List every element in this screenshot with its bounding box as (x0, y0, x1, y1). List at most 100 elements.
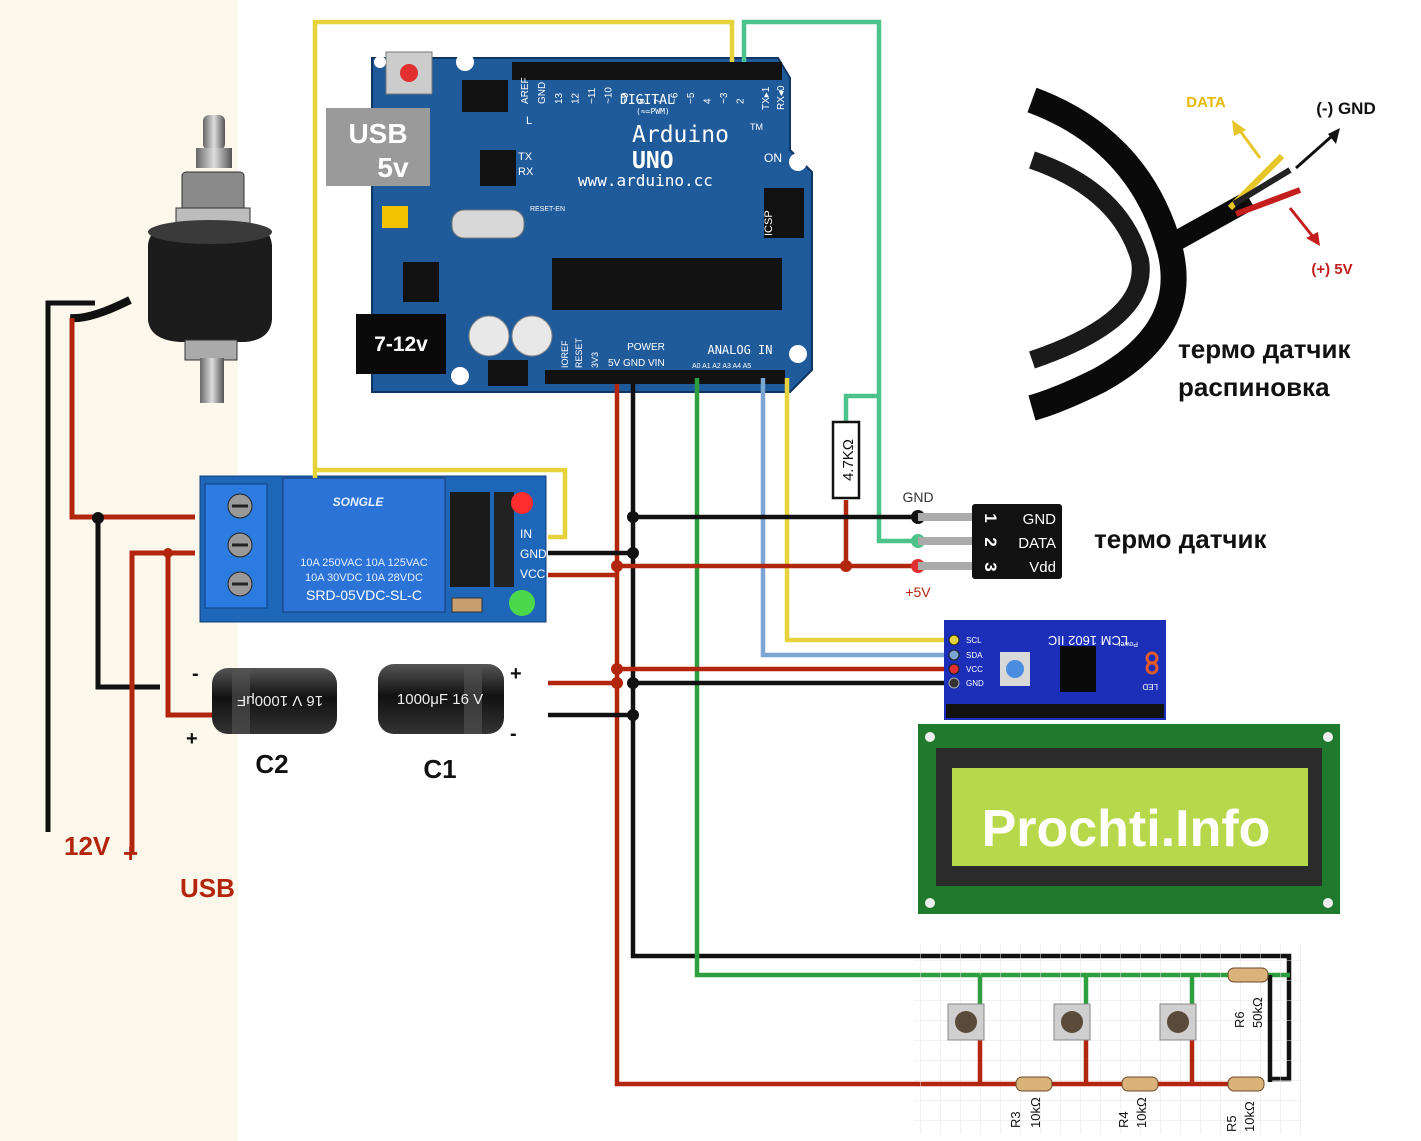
arduino-reset-en: RESET-EN (530, 206, 565, 213)
lcd-pin-gnd: GND (966, 679, 984, 688)
usb-label-line2: 5v (377, 152, 409, 183)
arduino-icsp: ICSP (763, 210, 775, 236)
arduino-power-label: POWER (627, 342, 665, 353)
arduino-l-led: L (526, 115, 532, 127)
relay-pin-gnd: GND (520, 547, 547, 561)
sensor-pin-2-num: 2 (981, 537, 1000, 546)
digital-pin-label: 7 (653, 98, 664, 104)
arduino-tx-pin: TX▸1 (761, 86, 772, 110)
arduino-uno-board (371, 51, 813, 393)
junction-dot (163, 548, 173, 558)
supply-usb-label: USB (180, 873, 235, 903)
c2-print: 16 V 1000μF (237, 692, 323, 709)
sensor-pin-3-name: Vdd (1029, 559, 1056, 576)
arduino-ioref: IOREF (560, 340, 570, 368)
arduino-digital-label: DIGITAL (620, 93, 675, 108)
lcd-module-label: LCM 1602 IIC (1048, 633, 1128, 648)
pinout-caption-line2: распиновка (1178, 372, 1330, 402)
digital-pin-label: ~5 (686, 92, 697, 104)
c2-plus: + (186, 728, 198, 750)
sensor-title: термо датчик (1094, 524, 1268, 554)
relay-pin-vcc: VCC (520, 567, 546, 581)
supply-12v-label: 12V (64, 831, 111, 861)
r6-value: 50kΩ (1250, 997, 1265, 1028)
lcd-pin-scl: SCL (966, 636, 982, 645)
dc-jack-label: 7-12v (374, 333, 428, 356)
ds18b20-sensor (918, 504, 1062, 579)
sensor-wires (312, 19, 918, 566)
relay-rating-1: 10A 250VAC 10A 125VAC (300, 557, 427, 569)
lcd-screen-text: Prochti.Info (982, 800, 1271, 858)
c1-print: 1000μF 16 V (397, 691, 483, 708)
digital-pin-label: ~3 (719, 92, 730, 104)
r3-ref: R3 (1008, 1111, 1023, 1128)
arduino-model: UNO (632, 148, 674, 174)
arduino-analog-label: ANALOG IN (707, 343, 772, 357)
resistor-4k7-label: 4.7KΩ (840, 439, 857, 481)
arduino-rx-pin: RX◂0 (776, 85, 787, 110)
c1-minus: - (510, 723, 517, 745)
junction-dot (92, 512, 104, 524)
keypad-breadboard (914, 944, 1302, 1134)
digital-pin-label: 13 (554, 92, 565, 104)
c2-minus: - (192, 663, 199, 685)
pinout-data-label: DATA (1186, 94, 1226, 111)
digital-pin-label: 8 (637, 98, 648, 104)
r4-ref: R4 (1116, 1111, 1131, 1128)
capacitor-c2 (212, 668, 337, 734)
digital-pin-label: ~9 (620, 92, 631, 104)
lcd-pin-vcc: VCC (966, 665, 983, 674)
arduino-rx-led: RX (518, 166, 534, 178)
digital-pin-label: 4 (703, 98, 714, 104)
pinout-5v-label: (+) 5V (1311, 261, 1352, 278)
arduino-gnd-top: GND (537, 82, 548, 104)
solenoid-valve (69, 115, 272, 403)
lcd-display (918, 724, 1340, 914)
lcd-led-label: LED (1142, 682, 1158, 691)
digital-pin-label: ~11 (587, 87, 598, 104)
pinout-gnd-label: (-) GND (1316, 99, 1375, 118)
sensor-pin-2-name: DATA (1018, 535, 1056, 552)
arduino-on-led: ON (764, 151, 782, 165)
usb-label-line1: USB (348, 118, 407, 149)
r4-value: 10kΩ (1134, 1097, 1149, 1128)
sensor-cable-photo (1027, 78, 1410, 421)
c2-label: C2 (255, 749, 288, 779)
r5-value: 10kΩ (1242, 1101, 1257, 1132)
sensor-pin-1-num: 1 (981, 513, 1000, 522)
digital-pin-label: 2 (736, 98, 747, 104)
arduino-reset: RESET (574, 337, 584, 368)
relay-pin-in: IN (520, 527, 532, 541)
relay-model: SRD-05VDC-SL-C (306, 587, 422, 603)
r3-value: 10kΩ (1028, 1097, 1043, 1128)
relay-brand: SONGLE (333, 495, 385, 509)
relay-rating-2: 10A 30VDC 10A 28VDC (305, 572, 423, 584)
digital-pin-label: ~10 (604, 87, 615, 104)
digital-pin-label: 12 (571, 92, 582, 104)
sensor-pin-1-name: GND (1023, 511, 1057, 528)
arduino-tm: TM (750, 122, 763, 132)
relay-module (199, 475, 547, 623)
arduino-power-pins: 5V GND VIN (608, 358, 665, 369)
usb-port-label-box (326, 108, 430, 186)
sensor-pin-3-num: 3 (981, 562, 1000, 571)
capacitor-c1 (378, 664, 504, 734)
digital-pin-label: ~6 (670, 92, 681, 104)
lcd-pin-sda: SDA (966, 651, 983, 660)
arduino-brand: Arduino (632, 122, 729, 148)
arduino-analog-pins: A0 A1 A2 A3 A4 A5 (692, 363, 751, 370)
c1-plus: + (510, 663, 522, 685)
arduino-aref: AREF (520, 77, 531, 104)
arduino-tx-led: TX (518, 151, 533, 163)
supply-wires (45, 300, 215, 852)
dc-jack-label-box (356, 314, 446, 374)
arduino-3v3: 3V3 (590, 352, 600, 368)
r6-ref: R6 (1232, 1011, 1247, 1028)
pinout-caption-line1: термо датчик (1178, 334, 1352, 364)
sensor-5v-label: +5V (905, 584, 931, 600)
sensor-gnd-label: GND (902, 489, 933, 505)
arduino-url: www.arduino.cc (578, 171, 713, 190)
resistor-4k7 (831, 420, 861, 500)
